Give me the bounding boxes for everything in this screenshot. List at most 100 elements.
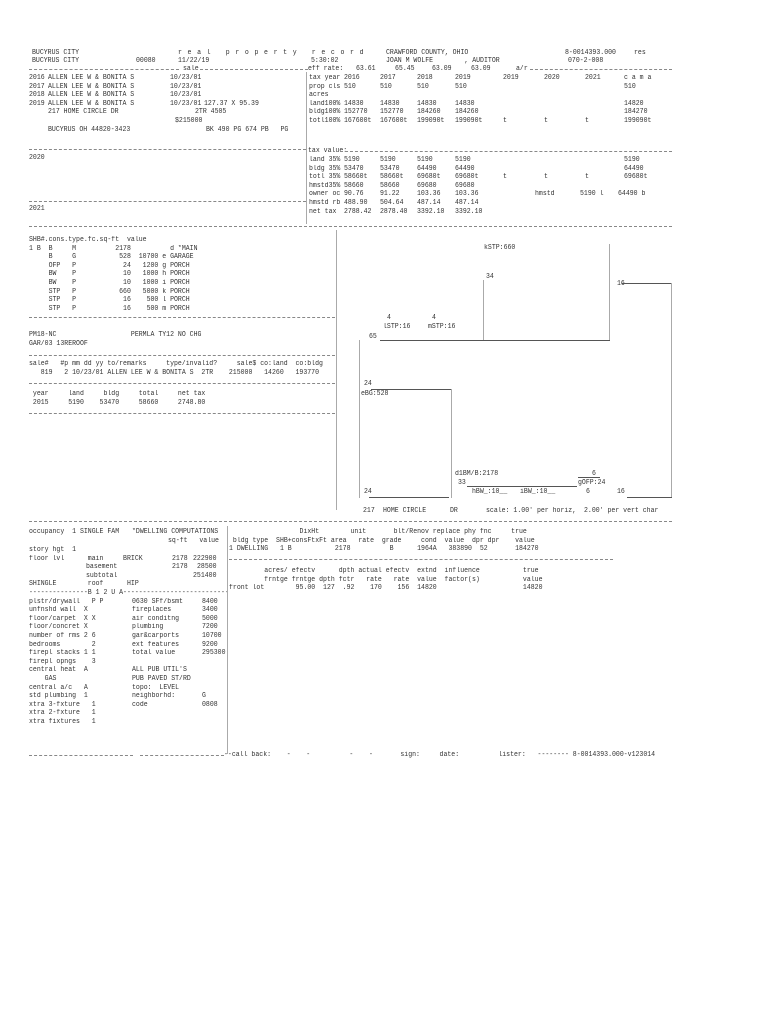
row-value: 58660 [344,181,364,190]
sales-header: sale# #p mm dd yy to/remarks type/invali… [29,360,323,368]
lot-dimensions: 127.37 X 95.39 [204,99,259,108]
row-label: hmstd rb [309,199,341,207]
row-value: 14830 [380,99,400,108]
divider [29,521,672,522]
row-value: c a m a [624,74,652,82]
feature-value: 0808 [202,700,218,709]
note-line-1: PM18-NC PERMLA TY12 NO CHG [29,331,202,339]
sketch-label-ibw: iBW_:10__ [520,488,556,496]
sales-row: 819 2 10/23/01 ALLEN LEE W & BONITA S 2T… [29,368,320,377]
basement-sqft: 2178 [172,563,188,572]
row-value: 53470 [344,164,364,173]
divider [29,413,335,414]
separator [227,526,228,754]
owner-name: ALLEN LEE W & BONITA S [48,82,135,91]
dim: 4 [432,314,436,322]
row-value: 103.36 [417,190,441,199]
row-value: 5190 [380,156,396,164]
tax-value-label: tax value: [308,147,348,155]
row-label: bldg 35% [309,164,341,173]
land-header-1: acres/ efectv dpth actual efectv extnd i… [229,567,539,575]
main-value: 222900 [193,554,217,563]
eff-rate-2016: 63.61 [356,65,376,73]
feature-value: 9200 [202,640,218,649]
row-value: 69680t [455,173,479,182]
occupancy: occupancy 1 SINGLE FAM [29,528,120,536]
district: 00080 [136,57,156,65]
history-header: year land bldg total net tax [29,390,206,398]
owner-name: ALLEN LEE W & BONITA S [48,74,135,82]
feature-left: number of rms 2 6 [29,632,96,640]
divider [29,149,306,150]
row-value: 199090t [417,117,445,125]
row-label: owner oc [309,190,341,199]
feature-left: central a/c A [29,683,88,692]
feature-value: 295300 [202,649,226,658]
divider [229,559,613,560]
hmstd-label: hmstd [535,190,555,199]
feature-value: 3400 [202,606,218,615]
divider [29,201,306,202]
row-label: land 35% [309,156,341,164]
sketch-label-kstp: kSTP:660 [484,244,516,252]
row-value: t [503,173,507,182]
feature-left: firepl opngs 3 [29,657,96,666]
row-value: t [544,173,548,182]
row-value: 69680 [417,181,437,190]
print-date: 11/22/19 [178,57,210,65]
row-value: 2021 [585,74,601,82]
row-label: prop cls [309,82,341,91]
sketch-label-lstp: lSTP:16 [383,323,411,331]
row-value: 90.76 [344,190,364,199]
owner-name: ALLEN LEE W & BONITA S [48,91,135,100]
divider [29,69,179,70]
feature-left: unfnshd wall X [29,606,88,615]
street-name: HOME CIRCLE [383,507,427,515]
subtotal-value: 251400 [193,571,217,580]
improvement-row: OFP P 24 1200 g PORCH [29,261,190,270]
row-value: 152770 [380,108,404,117]
row-label: net tax [309,207,337,216]
feature-left: firepl stacks 1 1 [29,649,96,658]
dim: 6 [592,470,596,478]
feature-right: air conditng [132,614,180,623]
owner-name: ALLEN LEE W & BONITA S [48,99,135,108]
row-value: 58660 [380,181,400,190]
feature-left: bedrooms 2 [29,640,96,649]
row-value: 58660t [380,173,404,182]
divider [200,69,308,70]
feature-right: fireplaces [132,606,172,615]
row-label: acres [309,91,329,100]
feature-value: 5000 [202,614,218,623]
dim: 24 [364,488,372,496]
row-value: t [585,173,589,182]
row-value: t [503,117,507,125]
improvement-row: STP P 16 500 m PORCH [29,304,190,313]
feature-left: plstr/drywall P P [29,597,104,606]
row-value: 510 [344,82,356,91]
feature-right: code [132,700,148,709]
dim: 34 [486,273,494,281]
feature-right: total value [132,649,176,658]
feature-left: xtra 3-fxture 1 [29,700,96,709]
class-code: res [634,49,646,57]
note-line-2: GAR/03 13REROOF [29,339,88,348]
history-row: 2015 5190 53470 58660 2748.80 [29,398,206,407]
row-value: 14830 [417,99,437,108]
row-value: 487.14 [455,199,479,207]
row-label: totl 35% [309,173,341,182]
dim: 6 [586,488,590,496]
sketch-line [627,497,672,498]
eff-rate-2019: 63.09 [471,65,491,73]
year-2021: 2021 [29,205,45,213]
owner-year: 2019 [29,99,45,108]
roof-line: SHINGLE roof HIP [29,580,139,589]
feature-left: xtra fixtures 1 [29,718,96,726]
row-value: 167600t [344,117,372,125]
feature-left: floor/concret X [29,623,88,632]
feature-left: central heat A [29,666,88,675]
city-1: BUCYRUS CITY [32,49,80,57]
row-value: 199090t [624,117,652,125]
hmstd-bldg: 64490 b [618,190,646,199]
owner-year: 2018 [29,91,45,100]
